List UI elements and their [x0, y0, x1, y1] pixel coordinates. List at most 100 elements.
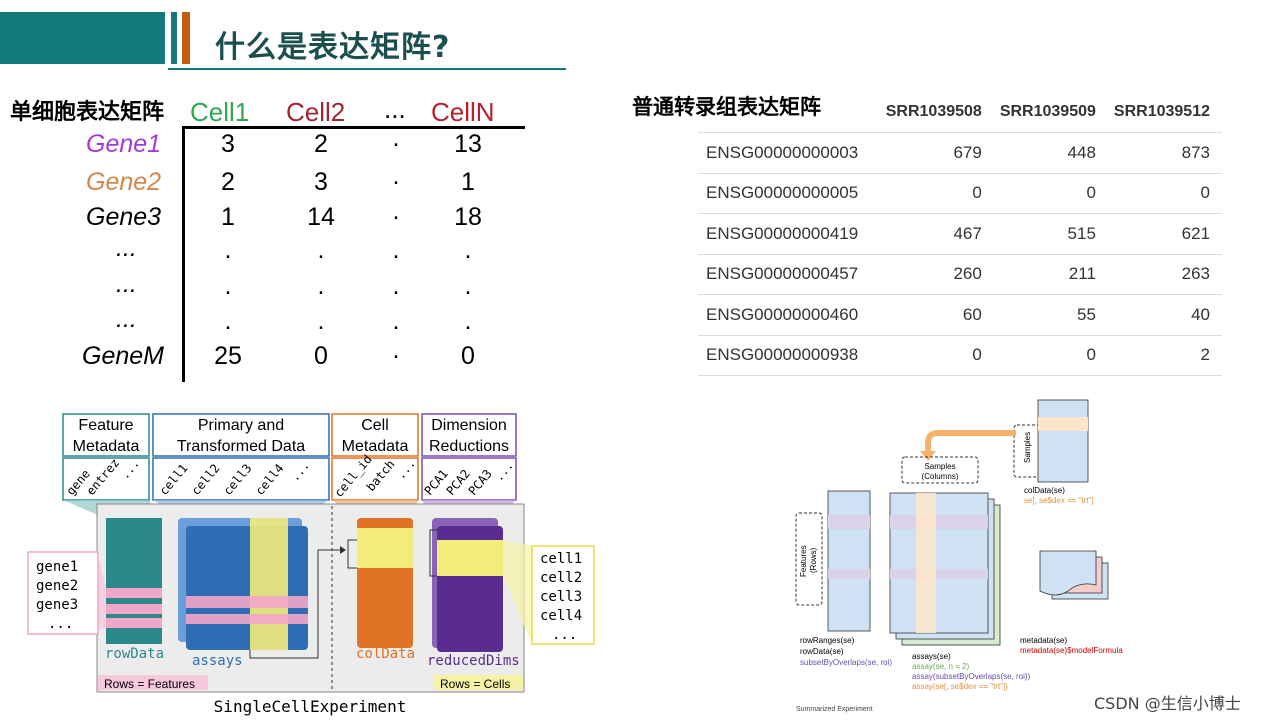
rowdata-label: rowData	[105, 646, 164, 662]
features-label-2: (Rows)	[809, 547, 818, 573]
count-cell: 263	[1107, 253, 1222, 295]
assays-label: assays	[192, 653, 243, 669]
gene-label: gene3	[36, 597, 78, 613]
samples-top-label-2: (Columns)	[922, 472, 959, 481]
reduceddims-label: reducedDims	[427, 653, 520, 669]
matrix-cell: .	[392, 124, 400, 152]
matrix-cell: 3	[221, 130, 235, 158]
col-header-celln: CellN	[431, 97, 495, 127]
matrix-cell: 18	[454, 203, 482, 231]
metadata-formula-func: metadata(se)$modelFormula	[1020, 646, 1123, 655]
assay-dex-func: assay(se[, se$dex == "trt"])	[912, 682, 1008, 691]
count-cell: 515	[993, 213, 1108, 254]
cell-label: cell1	[540, 551, 582, 567]
coldata-label: colData	[356, 646, 415, 662]
assay-n-func: assay(se, n = 2)	[912, 662, 969, 671]
gene-list-box	[27, 551, 99, 635]
single-cell-experiment-diagram: Feature Metadata Primary and Transformed…	[27, 413, 595, 716]
samples-side-label: Samples	[1023, 432, 1032, 463]
cell-label: cell3	[540, 589, 582, 605]
matrix-cell: .	[224, 272, 232, 300]
count-cell: 0	[993, 172, 1108, 214]
gene-label: gene2	[36, 578, 78, 594]
count-cell: 211	[993, 253, 1108, 295]
rows-cells-label: Rows = Cells	[440, 677, 510, 691]
matrix-cell: .	[392, 336, 400, 364]
gene-row-label: ...	[116, 270, 137, 298]
count-cell: 2	[1107, 334, 1222, 376]
matrix-cell: .	[464, 307, 472, 335]
col-header-cell2: Cell2	[286, 97, 346, 127]
matrix-cell: .	[317, 236, 325, 264]
metadata-func: metadata(se)	[1020, 636, 1067, 645]
count-cell: 0	[879, 334, 994, 376]
count-cell: 873	[1107, 132, 1222, 173]
col-header-cell1: Cell1	[190, 97, 250, 127]
cell-metadata-box	[331, 413, 419, 457]
table-header	[698, 92, 880, 133]
count-cell: 0	[1107, 172, 1222, 214]
count-cell: 0	[993, 334, 1108, 376]
matrix-cell: .	[392, 272, 400, 300]
matrix-cell: .	[392, 307, 400, 335]
feature-metadata-box	[62, 413, 150, 457]
gene-row-label: Gene2	[86, 168, 162, 196]
matrix-cell: .	[317, 307, 325, 335]
table-header-row: SRR1039508 SRR1039509 SRR1039512	[698, 92, 1222, 133]
gene-id-cell: ENSG00000000460	[698, 294, 880, 335]
title-underline	[168, 68, 566, 70]
cell-box-line2: Metadata	[342, 438, 409, 455]
coldata-func: colData(se)	[1024, 486, 1065, 495]
matrix-cell: 1	[221, 203, 235, 231]
count-cell: 679	[879, 132, 994, 173]
gene-id-cell: ENSG00000000003	[698, 132, 880, 173]
single-cell-label: 单细胞表达矩阵	[10, 100, 165, 125]
cell-list-box	[531, 545, 595, 645]
se-caption: Summarized Experiment	[796, 706, 873, 713]
rowranges-matrix	[827, 490, 871, 632]
summarized-experiment-diagram: Samples colData(se) se[, se$dex == "trt"…	[795, 399, 1123, 713]
matrix-cell: 0	[314, 342, 328, 370]
primary-data-box	[152, 413, 330, 457]
bulk-label: 普通转录组表达矩阵	[632, 95, 821, 119]
header-accent-bar	[171, 12, 177, 64]
gene-id-cell: ENSG00000000938	[698, 334, 880, 376]
dim-box-line2: Reductions	[429, 438, 509, 455]
gene-row-label: Gene1	[86, 130, 162, 158]
matrix-cell: 2	[314, 130, 328, 158]
gene-label: gene1	[36, 559, 78, 575]
metadata-shape	[1039, 550, 1097, 596]
assays-matrix	[889, 492, 989, 634]
matrix-cell: 2	[221, 168, 235, 196]
gene-id-cell: ENSG00000000457	[698, 253, 880, 295]
matrix-cell: .	[392, 162, 400, 190]
samples-top-label-1: Samples	[924, 462, 955, 471]
gene-id-cell: ENSG00000000419	[698, 213, 880, 254]
matrix-cell: 1	[461, 168, 475, 196]
table-header: SRR1039508	[885, 103, 982, 120]
matrix-header-rule	[185, 126, 525, 129]
primary-box-line2: Transformed Data	[177, 438, 305, 455]
gene-row-label: Gene3	[86, 203, 162, 231]
col-header-ellipsis: ...	[384, 94, 406, 124]
cell-label: ...	[552, 627, 577, 643]
table-header: SRR1039509	[999, 103, 1096, 120]
cell-box-line1: Cell	[361, 417, 389, 434]
cell-label: cell2	[540, 570, 582, 586]
feature-box-line2: Metadata	[73, 438, 140, 455]
primary-box-line1: Primary and	[198, 417, 284, 434]
gene-label: ...	[48, 616, 73, 632]
count-cell: 0	[879, 172, 994, 214]
count-cell: 448	[993, 132, 1108, 173]
dim-box-line1: Dimension	[431, 417, 507, 434]
rowranges-func: rowRanges(se)	[800, 636, 855, 645]
count-cell: 621	[1107, 213, 1222, 254]
matrix-cell: .	[392, 236, 400, 264]
matrix-cell: .	[317, 272, 325, 300]
sce-title: SingleCellExperiment	[214, 697, 407, 716]
